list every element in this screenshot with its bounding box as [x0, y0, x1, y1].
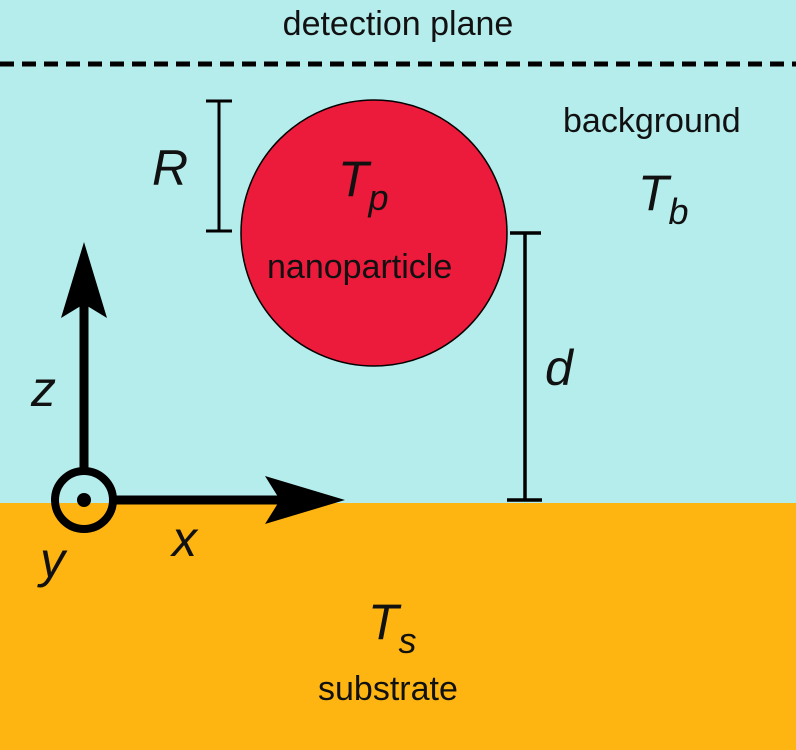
- x-axis-arrow: [110, 476, 345, 524]
- radius-marker: [206, 99, 232, 233]
- y-axis-label: y: [40, 532, 65, 588]
- y-axis-out-of-page-icon: [51, 467, 117, 533]
- distance-label: d: [545, 340, 573, 396]
- particle-temperature: Tp: [338, 151, 389, 216]
- substrate-temperature-subscript: s: [398, 620, 417, 661]
- nanoparticle-circle: [240, 99, 508, 367]
- particle-temperature-symbol: T: [338, 151, 369, 207]
- nanoparticle-label: nanoparticle: [267, 248, 453, 286]
- background-temperature-subscript: b: [668, 191, 689, 232]
- background-temperature-symbol: T: [638, 165, 669, 221]
- background-label: background: [563, 102, 741, 140]
- distance-marker: [507, 231, 542, 502]
- substrate-region: [0, 503, 796, 750]
- background-temperature: Tb: [638, 165, 689, 230]
- radius-label: R: [152, 140, 189, 196]
- substrate-temperature-symbol: T: [368, 594, 399, 650]
- detection-plane-label: detection plane: [282, 5, 514, 43]
- particle-temperature-subscript: p: [368, 177, 389, 218]
- z-axis-label: z: [31, 361, 56, 417]
- z-axis-arrow: [61, 242, 107, 475]
- substrate-temperature: Ts: [368, 594, 417, 659]
- substrate-label: substrate: [318, 670, 458, 708]
- x-axis-label: x: [172, 511, 197, 567]
